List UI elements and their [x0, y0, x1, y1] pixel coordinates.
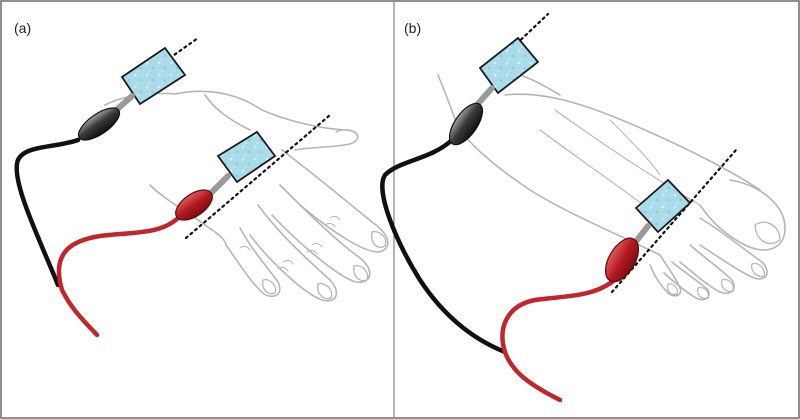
hand-tendon-1 — [204, 94, 251, 131]
cable-red-a — [56, 215, 181, 338]
foot-tendon-3 — [609, 119, 661, 176]
foot-big-toe — [699, 179, 786, 251]
hand-thumb — [174, 90, 359, 151]
hand-finger-index — [281, 149, 389, 253]
foot-nail-2 — [751, 263, 765, 277]
electrode-pad-b1 — [478, 36, 540, 95]
connector-black-a — [77, 107, 121, 141]
foot-toe-5 — [649, 254, 682, 297]
cable-black-a — [14, 137, 81, 288]
electrode-pad-a2 — [216, 130, 277, 184]
connector-black-b — [448, 102, 484, 146]
foot-nail-3 — [721, 279, 734, 293]
hand-nail-ring — [317, 283, 333, 300]
electrode-red-a — [175, 130, 277, 221]
guide-line-hand-a — [184, 113, 332, 240]
cable-red-b — [500, 279, 615, 403]
foot-dorsum — [504, 93, 761, 191]
hand-crease-4 — [239, 245, 251, 251]
hand-nail-index — [371, 231, 387, 248]
electrode-pin-b1 — [473, 85, 495, 109]
connector-red-b — [604, 237, 640, 283]
hand-crease-2 — [306, 242, 323, 255]
hand-nail-little — [262, 279, 277, 295]
foot-toe-2 — [699, 217, 768, 280]
panel-label-a: (a) — [14, 20, 32, 36]
hand-palm-edge — [204, 224, 227, 246]
hand-finger-ring — [249, 204, 338, 302]
connector-red-a — [175, 189, 213, 221]
foot-nail-5 — [666, 283, 679, 296]
foot-nail-4 — [697, 287, 709, 300]
panel-label-b: (b) — [404, 20, 422, 36]
electrode-black-b — [448, 36, 540, 146]
hand-finger-little — [225, 227, 281, 298]
electrode-pad-b2 — [634, 178, 692, 234]
electrode-black-a — [77, 46, 187, 141]
electrode-red-b — [604, 178, 692, 283]
electrode-pin-a2 — [209, 173, 231, 195]
hand-nail-middle — [353, 265, 369, 282]
hand-forearm-bottom — [149, 184, 206, 226]
hand-crease-3 — [277, 259, 294, 272]
hand-crease-1 — [324, 215, 341, 228]
cable-black-b — [380, 137, 508, 355]
hand-nail-thumb — [335, 129, 359, 138]
foot-leg-back — [519, 74, 561, 96]
panel-a-hand — [104, 90, 389, 302]
hand-finger-middle — [271, 184, 371, 283]
foot-nail-big — [754, 221, 781, 245]
